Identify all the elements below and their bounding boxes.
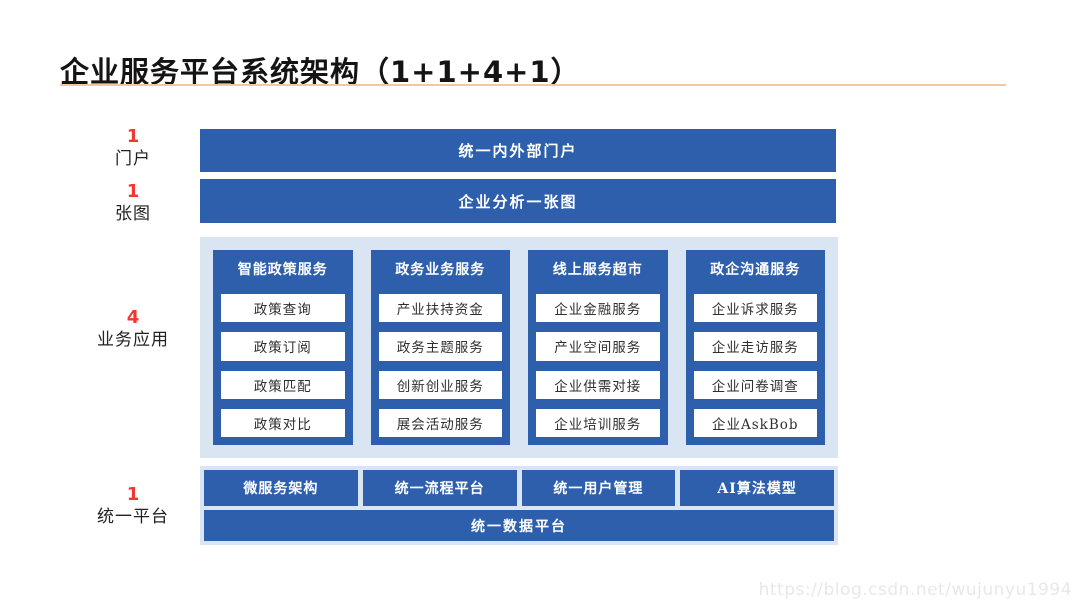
side-number: 1 bbox=[126, 484, 140, 505]
column-header: 线上服务超市 bbox=[552, 262, 643, 279]
service-item: 政策对比 bbox=[221, 408, 345, 437]
service-item: 政策查询 bbox=[221, 294, 345, 323]
platform-capability-row: 微服务架构 统一流程平台 统一用户管理 AI算法模型 bbox=[204, 470, 834, 506]
side-number: 1 bbox=[126, 126, 140, 147]
service-item: 创新创业服务 bbox=[378, 370, 502, 399]
side-label-map: 1 张图 bbox=[85, 181, 181, 226]
service-item: 企业金融服务 bbox=[536, 294, 660, 323]
side-label-unified-platform: 1 统一平台 bbox=[85, 484, 181, 529]
title-underline bbox=[60, 84, 1006, 86]
unified-data-platform-bar: 统一数据平台 bbox=[204, 510, 834, 541]
side-text: 门户 bbox=[115, 149, 151, 169]
service-item: 企业AskBob bbox=[693, 408, 817, 437]
service-item: 政策订阅 bbox=[221, 332, 345, 361]
service-item: 企业诉求服务 bbox=[693, 294, 817, 323]
platform-box-ai-models: AI算法模型 bbox=[680, 470, 834, 506]
business-applications-panel: 智能政策服务 政策查询 政策订阅 政策匹配 政策对比 政务业务服务 产业扶持资金… bbox=[200, 237, 838, 458]
page-title: 企业服务平台系统架构（1+1+4+1） bbox=[60, 55, 581, 90]
platform-box-process-platform: 统一流程平台 bbox=[362, 470, 517, 506]
column-header: 智能政策服务 bbox=[237, 262, 328, 279]
column-header: 政企沟通服务 bbox=[710, 262, 801, 279]
side-number: 4 bbox=[126, 307, 140, 328]
side-label-portal: 1 门户 bbox=[85, 126, 181, 171]
side-text: 统一平台 bbox=[97, 507, 169, 527]
service-item: 企业培训服务 bbox=[536, 408, 660, 437]
service-item: 展会活动服务 bbox=[378, 408, 502, 437]
unified-platform-panel: 微服务架构 统一流程平台 统一用户管理 AI算法模型 统一数据平台 bbox=[200, 466, 838, 545]
column-header: 政务业务服务 bbox=[395, 262, 486, 279]
side-number: 1 bbox=[126, 181, 140, 202]
unified-portal-bar: 统一内外部门户 bbox=[200, 129, 836, 172]
service-item: 政策匹配 bbox=[221, 370, 345, 399]
side-label-business-apps: 4 业务应用 bbox=[85, 307, 181, 352]
platform-box-user-management: 统一用户管理 bbox=[521, 470, 676, 506]
platform-box-microservices: 微服务架构 bbox=[204, 470, 358, 506]
enterprise-analysis-map-bar: 企业分析一张图 bbox=[200, 179, 836, 223]
side-text: 张图 bbox=[115, 204, 151, 224]
service-item: 政务主题服务 bbox=[378, 332, 502, 361]
column-smart-policy-services: 智能政策服务 政策查询 政策订阅 政策匹配 政策对比 bbox=[213, 250, 353, 445]
column-online-service-market: 线上服务超市 企业金融服务 产业空间服务 企业供需对接 企业培训服务 bbox=[528, 250, 668, 445]
column-government-enterprise-communication: 政企沟通服务 企业诉求服务 企业走访服务 企业问卷调查 企业AskBob bbox=[685, 250, 825, 445]
service-item: 产业扶持资金 bbox=[378, 294, 502, 323]
service-item: 企业问卷调查 bbox=[693, 370, 817, 399]
watermark: https://blog.csdn.net/wujunyu1994 bbox=[758, 580, 1072, 600]
side-text: 业务应用 bbox=[97, 330, 169, 350]
service-item: 产业空间服务 bbox=[536, 332, 660, 361]
column-government-business-services: 政务业务服务 产业扶持资金 政务主题服务 创新创业服务 展会活动服务 bbox=[370, 250, 510, 445]
service-item: 企业供需对接 bbox=[536, 370, 660, 399]
service-item: 企业走访服务 bbox=[693, 332, 817, 361]
